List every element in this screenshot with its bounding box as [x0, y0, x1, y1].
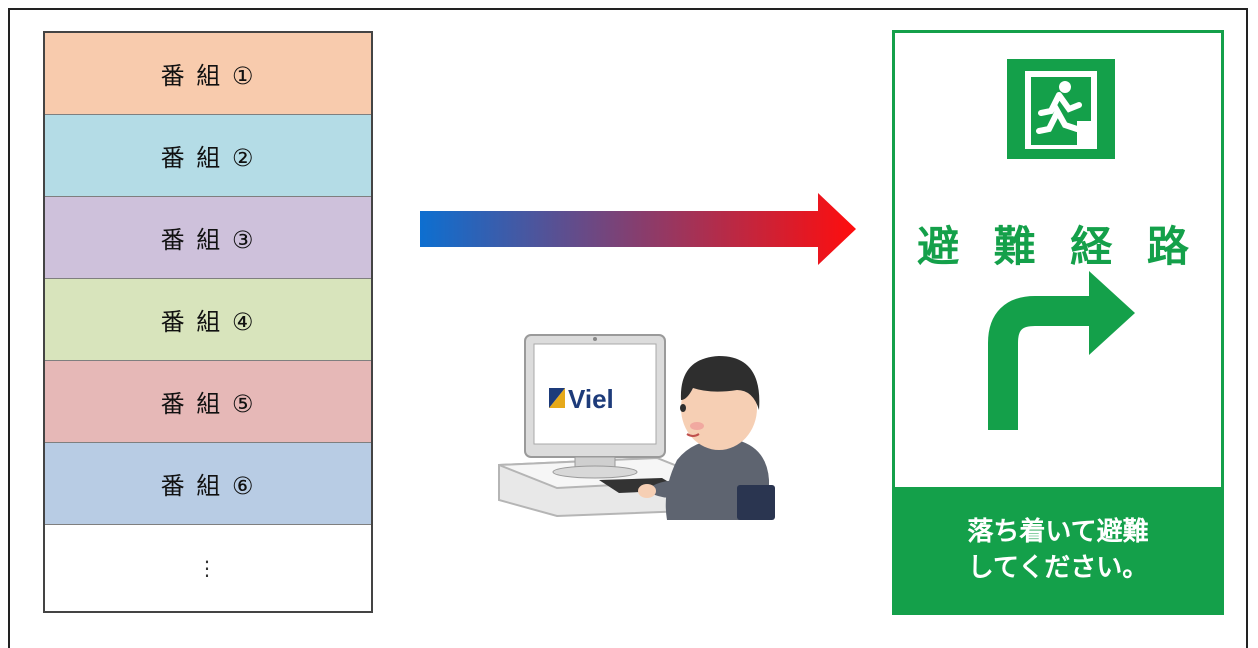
turn-right-arrow-icon — [988, 271, 1135, 430]
program-label: 番 組 ② — [160, 144, 256, 172]
sign-message-line1: 落ち着いて避難 — [967, 516, 1149, 547]
program-list: 番 組 ① 番 組 ② 番 組 ③ 番 組 ④ 番 組 ⑤ 番 組 ⑥ ⋮ — [43, 31, 373, 613]
program-label: 番 組 ④ — [160, 308, 256, 336]
program-item-2: 番 組 ② — [45, 115, 371, 197]
sign-title: 避 難 経 路 — [917, 222, 1199, 271]
program-item-1: 番 組 ① — [45, 33, 371, 115]
program-label: 番 組 ⑥ — [160, 472, 256, 500]
sign-message-panel: 落ち着いて避難 してください。 — [895, 487, 1221, 612]
sign-message-line2: してください。 — [967, 552, 1149, 583]
program-label: 番 組 ① — [160, 62, 256, 90]
viel-logo: Viel — [549, 384, 614, 414]
canvas-frame — [8, 8, 1248, 648]
emergency-exit-icon — [1007, 59, 1115, 159]
program-label: 番 組 ③ — [160, 226, 256, 254]
program-item-6: 番 組 ⑥ — [45, 443, 371, 525]
operator-illustration: Viel — [498, 334, 775, 520]
transition-arrow — [420, 193, 856, 265]
program-item-5: 番 組 ⑤ — [45, 361, 371, 443]
program-item-more: ⋮ — [45, 525, 371, 611]
program-item-4: 番 組 ④ — [45, 279, 371, 361]
program-label: 番 組 ⑤ — [160, 390, 256, 418]
program-item-3: 番 組 ③ — [45, 197, 371, 279]
brand-text: Viel — [568, 384, 614, 414]
more-ellipsis: ⋮ — [197, 556, 219, 580]
evacuation-sign: 避 難 経 路 落ち着いて避難 してください。 — [892, 30, 1224, 615]
